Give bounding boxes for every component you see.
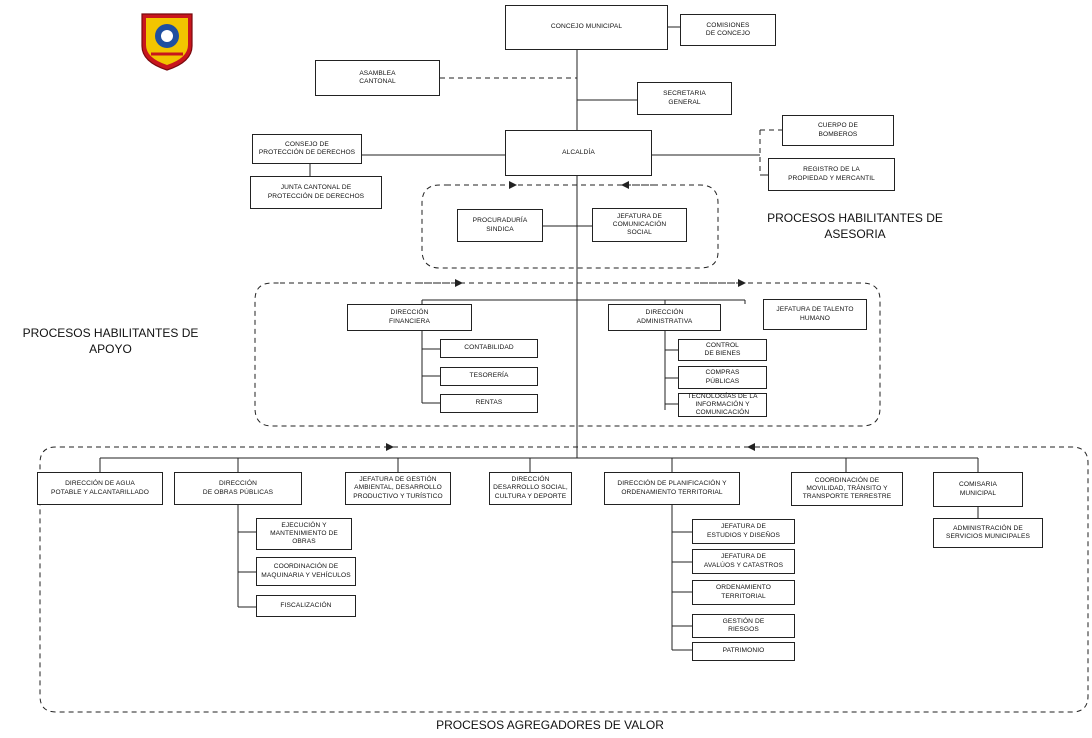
unit-alcaldia[interactable]: ALCALDÍA [505,130,652,176]
unit-direccion-planificacion[interactable]: DIRECCIÓN DE PLANIFICACIÓN Y ORDENAMIENT… [604,472,740,505]
region-label-apoyo: PROCESOS HABILITANTES DE APOYO [22,326,199,356]
unit-secretaria-general[interactable]: SECRETARIA GENERAL [637,82,732,115]
unit-ejecucion-mantenimiento-obras[interactable]: EJECUCIÓN Y MANTENIMIENTO DE OBRAS [256,518,352,550]
unit-rentas[interactable]: RENTAS [440,394,538,413]
unit-tesoreria[interactable]: TESORERÍA [440,367,538,386]
unit-junta-cantonal[interactable]: JUNTA CANTONAL DE PROTECCIÓN DE DERECHOS [250,176,382,209]
unit-jefatura-comunicacion[interactable]: JEFATURA DE COMUNICACIÓN SOCIAL [592,208,687,242]
unit-jefatura-estudios-disenos[interactable]: JEFATURA DE ESTUDIOS Y DISEÑOS [692,519,795,544]
unit-concejo-municipal[interactable]: CONCEJO MUNICIPAL [505,5,668,50]
municipal-shield-icon [141,13,193,71]
unit-direccion-agua-potable[interactable]: DIRECCIÓN DE AGUA POTABLE Y ALCANTARILLA… [37,472,163,505]
unit-cuerpo-bomberos[interactable]: CUERPO DE BOMBEROS [782,115,894,146]
unit-contabilidad[interactable]: CONTABILIDAD [440,339,538,358]
unit-compras-publicas[interactable]: COMPRAS PÚBLICAS [678,366,767,389]
unit-asamblea-cantonal[interactable]: ASAMBLEA CANTONAL [315,60,440,96]
unit-patrimonio[interactable]: PATRIMONIO [692,642,795,661]
unit-gestion-riesgos[interactable]: GESTIÓN DE RIESGOS [692,614,795,638]
unit-direccion-administrativa[interactable]: DIRECCIÓN ADMINISTRATIVA [608,304,721,331]
region-label-asesoria: PROCESOS HABILITANTES DE ASESORIA [767,211,943,241]
unit-control-bienes[interactable]: CONTROL DE BIENES [678,339,767,361]
unit-tecnologias-informacion[interactable]: TECNOLOGÍAS DE LA INFORMACIÓN Y COMUNICA… [678,393,767,417]
unit-comisiones-concejo[interactable]: COMISIONES DE CONCEJO [680,14,776,46]
unit-direccion-obras-publicas[interactable]: DIRECCIÓN DE OBRAS PÚBLICAS [174,472,302,505]
unit-ordenamiento-territorial[interactable]: ORDENAMIENTO TERRITORIAL [692,580,795,605]
unit-consejo-proteccion[interactable]: CONSEJO DE PROTECCIÓN DE DERECHOS [252,134,362,164]
unit-procuraduria-sindica[interactable]: PROCURADURÍA SINDICA [457,209,543,242]
unit-registro-propiedad[interactable]: REGISTRO DE LA PROPIEDAD Y MERCANTIL [768,158,895,191]
unit-jefatura-talento-humano[interactable]: JEFATURA DE TALENTO HUMANO [763,299,867,330]
unit-jefatura-gestion-ambiental[interactable]: JEFATURA DE GESTIÓN AMBIENTAL, DESARROLL… [345,472,451,505]
unit-coordinacion-maquinaria[interactable]: COORDINACIÓN DE MAQUINARIA Y VEHÍCULOS [256,557,356,586]
unit-comisaria-municipal[interactable]: COMISARIA MUNICIPAL [933,472,1023,507]
unit-direccion-desarrollo-social[interactable]: DIRECCIÓN DESARROLLO SOCIAL, CULTURA Y D… [489,472,572,505]
region-label-agregadores: PROCESOS AGREGADORES DE VALOR [436,718,664,732]
unit-fiscalizacion[interactable]: FISCALIZACIÓN [256,595,356,617]
unit-coordinacion-movilidad[interactable]: COORDINACIÓN DE MOVILIDAD, TRÁNSITO Y TR… [791,472,903,506]
unit-administracion-servicios-municipales[interactable]: ADMINISTRACIÓN DE SERVICIOS MUNICIPALES [933,518,1043,548]
unit-jefatura-avaluos-catastros[interactable]: JEFATURA DE AVALÚOS Y CATASTROS [692,549,795,574]
unit-direccion-financiera[interactable]: DIRECCIÓN FINANCIERA [347,304,472,331]
